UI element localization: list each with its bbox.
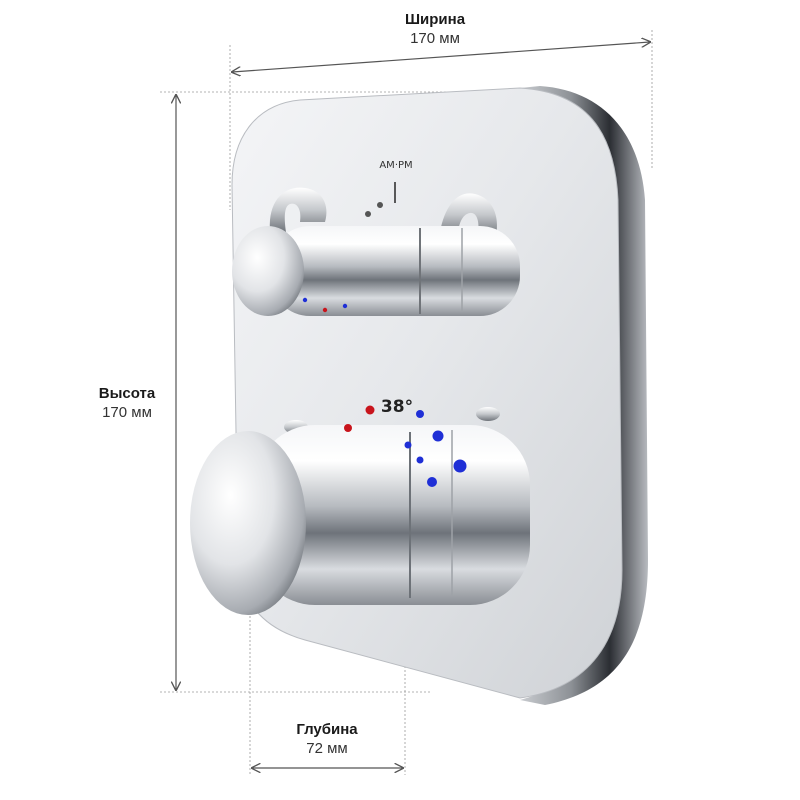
cold-marker-dot <box>416 410 424 418</box>
hot-marker-dot <box>344 424 352 432</box>
diverter-cold-dot <box>343 304 347 308</box>
diverter-cap <box>232 226 304 316</box>
diverter-position-dot <box>377 202 383 208</box>
mode-label: AM·PM <box>379 160 412 171</box>
temperature-label: 38° <box>381 397 413 417</box>
thermostat-cap <box>190 431 306 615</box>
cold-marker-dot <box>405 442 412 449</box>
diverter-cold-dot <box>303 298 307 302</box>
cold-marker-dot <box>454 460 467 473</box>
cold-marker-dot <box>427 477 437 487</box>
hot-marker-dot <box>366 406 375 415</box>
diverter-body <box>270 226 520 316</box>
diverter-position-dot <box>365 211 371 217</box>
width-dimension-arrow <box>232 42 650 72</box>
cold-marker-dot <box>433 431 444 442</box>
wall-plate <box>232 88 622 698</box>
cold-marker-dot <box>417 457 424 464</box>
diverter-hot-dot <box>323 308 327 312</box>
thermostat-pin <box>476 407 500 421</box>
